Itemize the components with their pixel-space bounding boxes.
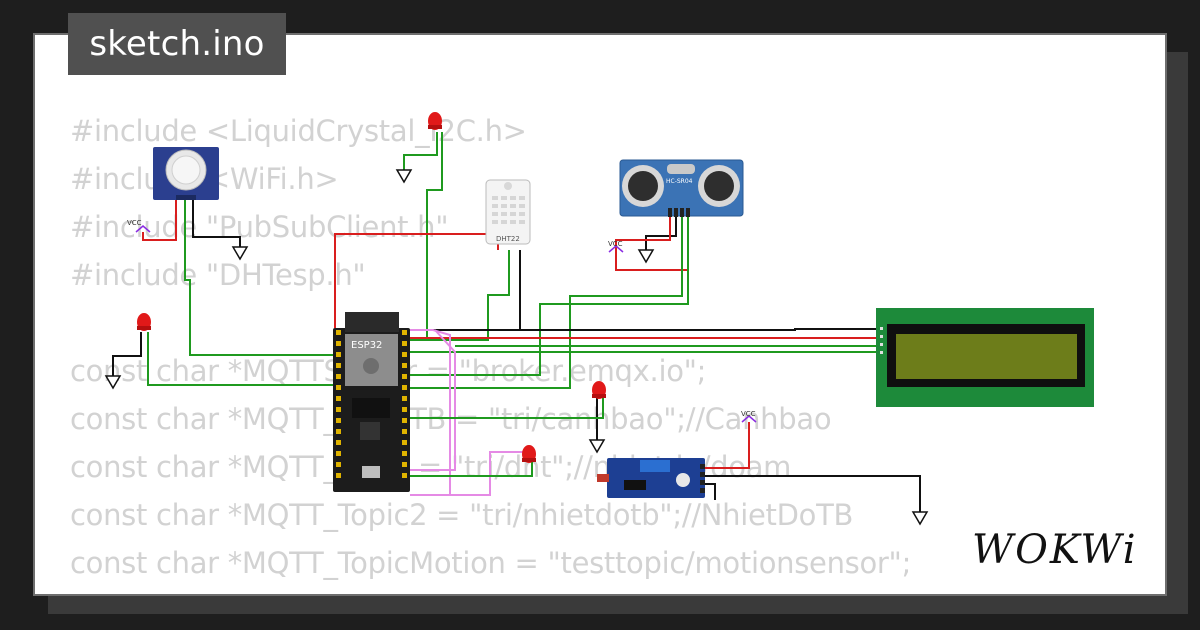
wire-pir-gnd bbox=[192, 200, 241, 247]
vcc-label: VCC bbox=[741, 410, 756, 418]
code-line-4: #include "DHTesp.h" bbox=[70, 258, 366, 292]
ground-icon bbox=[637, 249, 655, 264]
ground-icon bbox=[911, 511, 929, 526]
ground-icon bbox=[104, 375, 122, 390]
vcc-symbol-us: VCC bbox=[608, 240, 624, 253]
wokwi-logo-text: WOKWi bbox=[972, 527, 1138, 573]
wire-us-trig bbox=[410, 217, 683, 389]
wire-led-top-gnd bbox=[403, 132, 438, 170]
wire-us-vcc bbox=[615, 217, 689, 271]
wire-us-echo bbox=[410, 217, 689, 376]
ground-symbols bbox=[104, 169, 929, 526]
code-line-10: const char *MQTT_TopicMotion = "testtopi… bbox=[70, 546, 912, 580]
light-sensor-module bbox=[597, 458, 705, 498]
vcc-label: VCC bbox=[127, 219, 142, 227]
wire-pink-2 bbox=[410, 329, 456, 471]
ground-icon bbox=[395, 169, 413, 184]
code-preview: #include <LiquidCrystal_I2C.h>#include <… bbox=[70, 107, 912, 594]
vcc-symbols: VCC VCC VCC bbox=[127, 219, 757, 423]
pir-sensor bbox=[153, 147, 219, 200]
wokwi-logo: WOKWi bbox=[972, 522, 1152, 578]
code-line-9: const char *MQTT_Topic2 = "tri/nhietdotb… bbox=[70, 498, 854, 532]
vcc-symbol-pir: VCC bbox=[127, 219, 151, 233]
wire-us-gnd bbox=[645, 217, 677, 250]
esp32-label: ESP32 bbox=[351, 340, 382, 351]
wire-pir-out bbox=[184, 200, 335, 356]
wire-led-left-sig bbox=[147, 332, 335, 386]
esp32-board: ESP32 bbox=[333, 312, 410, 492]
ground-icon bbox=[231, 246, 249, 261]
led-red-top bbox=[428, 112, 442, 130]
wire-dht-data bbox=[410, 250, 510, 341]
led-red-bottom bbox=[522, 445, 536, 463]
file-tab[interactable]: sketch.ino bbox=[68, 13, 286, 75]
led-red-right bbox=[592, 381, 606, 399]
ultrasonic-label: HC-SR04 bbox=[666, 178, 693, 185]
wire-ldr-out bbox=[705, 483, 716, 500]
wire-led-right-sig bbox=[410, 398, 604, 419]
code-line-1: #include <LiquidCrystal_I2C.h> bbox=[70, 114, 527, 148]
led-red-left bbox=[137, 313, 151, 331]
vcc-symbol-ldr: VCC bbox=[741, 410, 757, 423]
ultrasonic-sensor: HC-SR04 bbox=[619, 159, 744, 217]
wire-pir-vcc bbox=[142, 200, 177, 241]
wire-led-left-gnd bbox=[112, 332, 142, 376]
wire-ldr-vcc bbox=[705, 422, 750, 469]
dht22-label: DHT22 bbox=[496, 235, 520, 243]
ground-icon bbox=[588, 439, 606, 454]
vcc-label: VCC bbox=[608, 240, 623, 248]
wire-pink-3 bbox=[410, 451, 528, 496]
dht22-sensor: DHT22 bbox=[485, 179, 531, 245]
wires bbox=[112, 132, 921, 512]
wire-led-bottom bbox=[410, 462, 533, 477]
wire-led-top-sig bbox=[426, 132, 443, 338]
wire-lcd-gnd bbox=[410, 328, 880, 331]
wire-ldr-gnd bbox=[705, 475, 921, 512]
lcd-display bbox=[876, 308, 1094, 407]
